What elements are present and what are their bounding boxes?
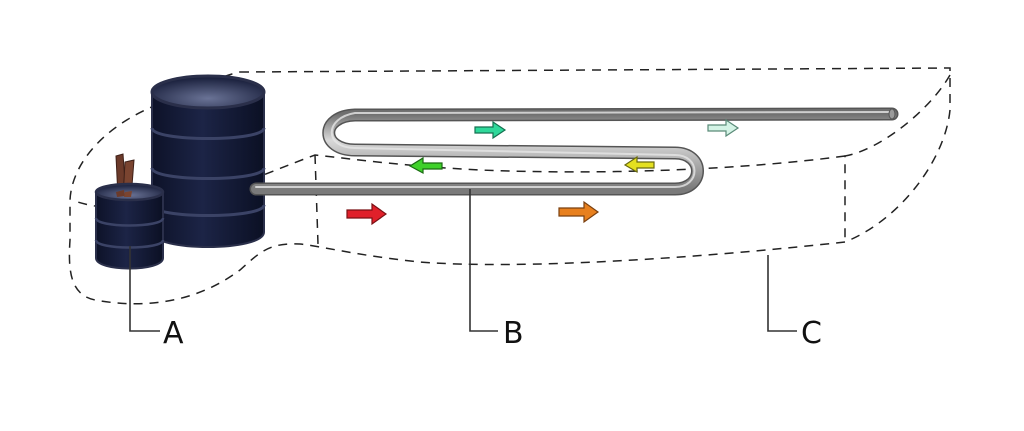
label-c: C <box>801 316 822 351</box>
arrow-yellow-left <box>623 155 655 174</box>
arrow-pale-right <box>707 118 740 138</box>
large-barrel <box>150 74 266 248</box>
arrow-red-right <box>346 202 388 226</box>
region-c-inner-line-right <box>844 74 951 242</box>
small-barrel <box>94 153 165 270</box>
region-c-inner-vertical <box>314 154 319 245</box>
arrow-green-left <box>408 156 443 175</box>
region-c-outline <box>68 67 951 305</box>
arrow-orange-right <box>558 200 600 224</box>
arrow-teal-right <box>474 120 507 140</box>
leader-line-b <box>469 189 498 332</box>
leader-line-c <box>767 255 797 332</box>
leader-line-a <box>129 246 160 332</box>
label-b: B <box>503 316 524 351</box>
label-a: A <box>163 316 184 351</box>
serpentine-pipe <box>249 107 899 196</box>
